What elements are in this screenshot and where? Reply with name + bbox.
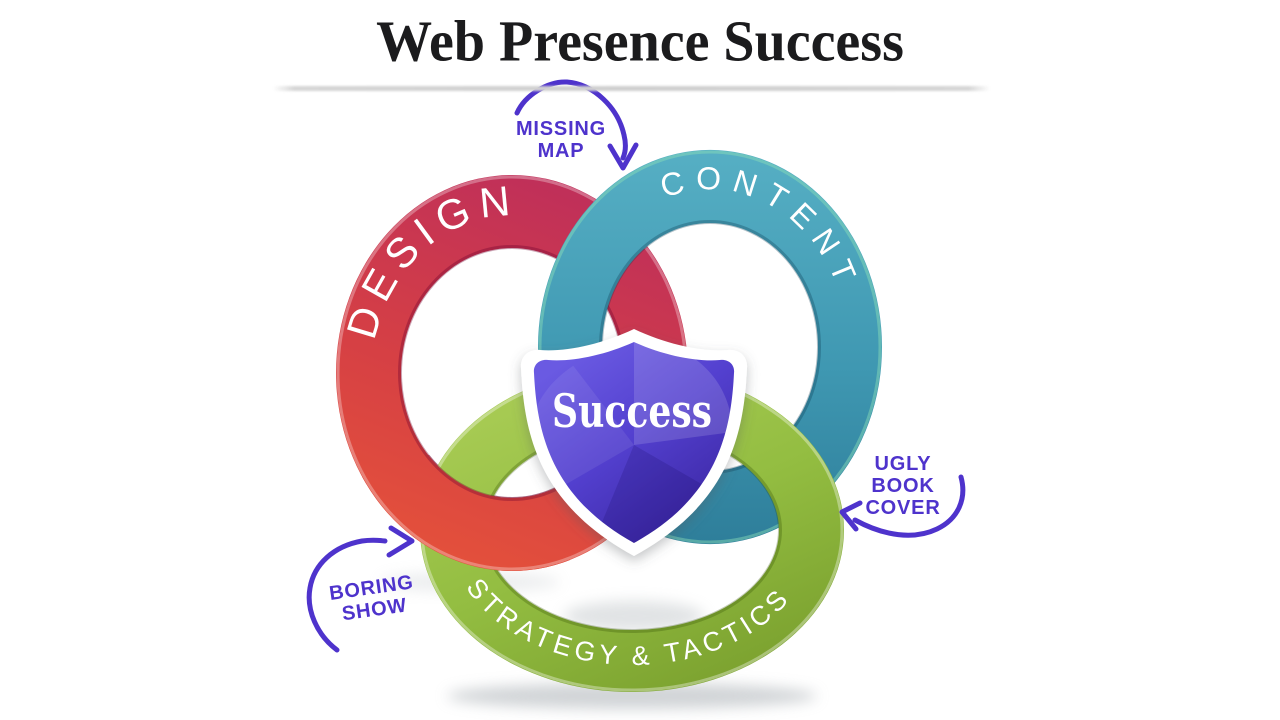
shadow-under-shield xyxy=(564,601,704,631)
ugly-book-cover-arrowhead xyxy=(839,500,863,532)
annotation-line: MISSING xyxy=(515,118,607,140)
ground-shadows xyxy=(380,572,817,709)
annotation-line: MAP xyxy=(537,140,585,162)
boring-show-arrowhead xyxy=(386,525,415,558)
ugly-book-cover-arrow xyxy=(839,474,966,538)
annotation-line: BOOK xyxy=(871,475,935,497)
success-shield: Success xyxy=(520,329,748,556)
annotation-ugly-book-cover: UGLY BOOK COVER xyxy=(828,453,978,519)
success-label: Success xyxy=(552,384,712,438)
missing-map-arrowhead xyxy=(607,142,639,171)
annotation-line: UGLY xyxy=(874,453,932,475)
title-divider xyxy=(273,86,990,91)
boring-show-arrow xyxy=(306,525,415,653)
page-title: Web Presence Success xyxy=(376,9,904,75)
annotation-missing-map: MISSING MAP xyxy=(486,118,636,162)
shadow-under-strategy-ring xyxy=(447,683,817,709)
annotation-line: COVER xyxy=(865,497,941,519)
